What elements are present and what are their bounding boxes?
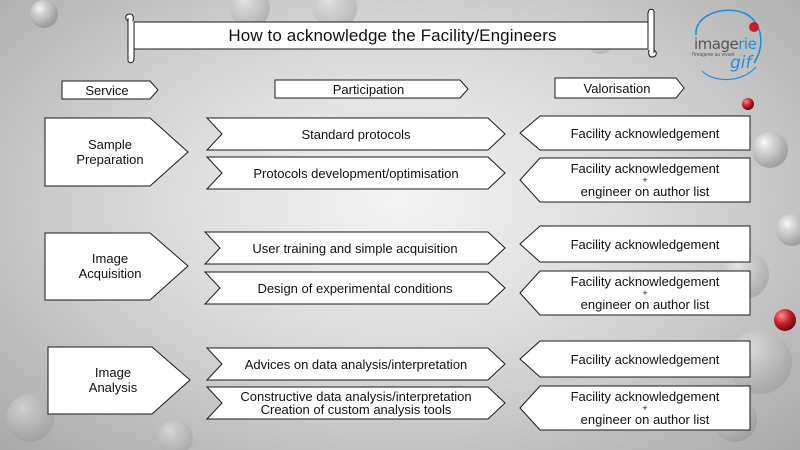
service-header-shape	[61, 80, 159, 100]
page-title: How to acknowledge the Facility/Engineer…	[228, 26, 557, 45]
service-label: Image Analysis	[58, 358, 168, 402]
valorisation-label: Facility acknowledgement	[570, 125, 720, 141]
valorisation-label: Facility acknowledgement	[570, 236, 720, 252]
valorisation-line: engineer on author list	[580, 412, 710, 427]
service-label: Image Acquisition	[55, 244, 165, 288]
valorisation-line: engineer on author list	[580, 297, 710, 312]
participation-header: Participation	[332, 81, 405, 97]
service-label-line: Acquisition	[78, 266, 142, 281]
logo-name-part1: image	[694, 35, 739, 53]
valorisation-header: Valorisation	[583, 80, 651, 96]
bubble	[752, 132, 788, 168]
plus-sign: +	[642, 288, 648, 298]
participation-label: User training and simple acquisition	[252, 240, 458, 256]
service-arrow-image-acquisition	[44, 232, 189, 301]
valorisation-box-facility-ack-engineer	[519, 270, 751, 316]
service-label: Sample Preparation	[55, 130, 165, 174]
plus-sign: +	[642, 403, 648, 413]
participation-arrow-advices	[205, 347, 506, 381]
red-bubble	[774, 309, 796, 331]
red-bubble	[742, 98, 754, 110]
valorisation-label: Facility acknowledgement + engineer on a…	[540, 386, 750, 430]
bubble	[157, 420, 193, 450]
service-label-line: Sample	[87, 137, 133, 152]
service-label-line: Analysis	[88, 380, 138, 395]
valorisation-box-facility-ack-engineer	[519, 157, 751, 203]
imagerie-gif-logo: imagerie l'imagerie au vivant gif	[684, 5, 770, 87]
service-header: Service	[85, 82, 129, 98]
participation-label-line: Constructive data analysis/interpretatio…	[240, 389, 472, 404]
participation-arrow-constructive-analysis	[205, 386, 506, 420]
service-label-line: Preparation	[76, 152, 144, 167]
valorisation-line: Facility acknowledgement	[570, 274, 720, 289]
logo-name-part2: rie	[738, 35, 757, 53]
service-arrow-sample-preparation	[44, 117, 189, 187]
valorisation-line: engineer on author list	[580, 184, 710, 199]
bubble	[230, 0, 270, 28]
valorisation-line: Facility acknowledgement	[570, 161, 720, 176]
valorisation-box-facility-ack	[519, 115, 751, 151]
participation-label: Standard protocols	[301, 126, 411, 142]
valorisation-label: Facility acknowledgement + engineer on a…	[540, 158, 750, 202]
bubble	[6, 394, 54, 442]
service-label-line: Image	[94, 365, 132, 380]
participation-label: Design of experimental conditions	[257, 280, 453, 296]
participation-label: Advices on data analysis/interpretation	[244, 356, 468, 372]
valorisation-line: Facility acknowledgement	[570, 389, 720, 404]
valorisation-header-shape	[554, 77, 685, 99]
valorisation-box-facility-ack	[519, 340, 751, 378]
service-arrow-image-analysis	[47, 346, 191, 415]
service-label-line: Image	[91, 251, 129, 266]
bubble	[30, 0, 58, 28]
participation-arrow-design-experimental	[203, 271, 506, 305]
valorisation-label: Facility acknowledgement	[570, 351, 720, 367]
logo-tagline: l'imagerie au vivant	[692, 52, 735, 58]
logo-sub: gif	[730, 53, 752, 73]
participation-arrow-standard-protocols	[205, 117, 506, 151]
bubble	[776, 214, 800, 246]
valorisation-box-facility-ack	[519, 225, 751, 263]
participation-label-line: Creation of custom analysis tools	[260, 402, 452, 417]
participation-label: Constructive data analysis/interpretatio…	[222, 387, 490, 419]
participation-label: Protocols development/optimisation	[253, 165, 459, 181]
valorisation-box-facility-ack-engineer	[519, 385, 751, 431]
participation-arrow-user-training	[203, 231, 506, 265]
valorisation-label: Facility acknowledgement + engineer on a…	[540, 271, 750, 315]
participation-arrow-protocols-development	[205, 156, 506, 190]
plus-sign: +	[642, 175, 648, 185]
participation-header-shape	[274, 79, 469, 99]
